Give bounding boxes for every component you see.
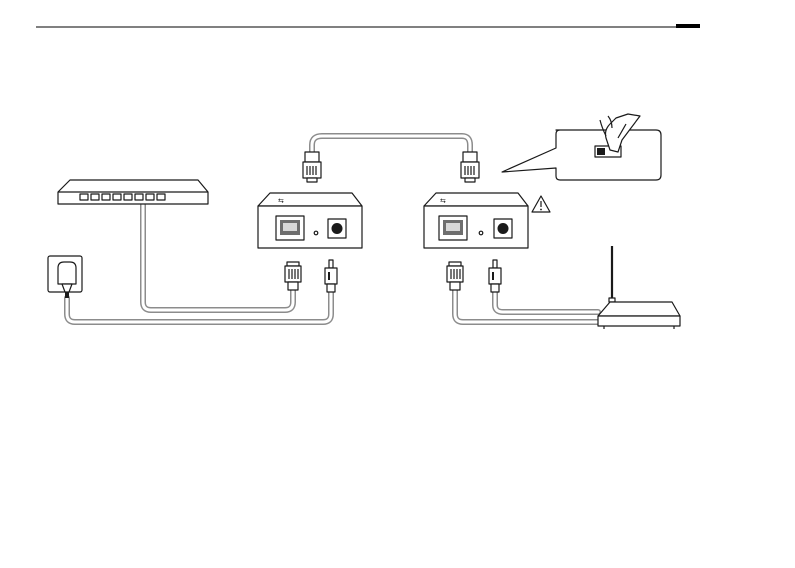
svg-text:⇆: ⇆ <box>440 198 446 205</box>
poe-injector-icon: ⇆ <box>258 193 362 248</box>
ethernet-cable-splitter-to-router <box>455 290 598 322</box>
poe-splitter-icon: ⇆ <box>424 193 528 248</box>
ethernet-cable-injector-to-splitter <box>312 136 470 152</box>
power-cable-splitter-to-router <box>495 290 598 312</box>
switch-callout <box>502 114 661 180</box>
splitter-dc-port <box>494 219 512 238</box>
dc-plug-splitter-bottom <box>489 260 501 292</box>
rj45-plug-injector-bottom <box>285 262 301 290</box>
dc-plug-injector-bottom <box>325 260 337 292</box>
network-switch-icon <box>58 180 208 204</box>
warning-icon <box>532 196 550 212</box>
rj45-plug-splitter-bottom <box>447 262 463 290</box>
injector-ethernet-port <box>276 216 304 240</box>
injector-dc-port <box>328 219 346 238</box>
power-adapter-icon <box>48 256 82 298</box>
rj45-plug-top-left <box>303 152 321 182</box>
svg-text:⇆: ⇆ <box>278 198 284 205</box>
splitter-ethernet-port <box>439 216 467 240</box>
rj45-plug-top-right <box>461 152 479 182</box>
header-tab <box>676 24 700 28</box>
wireless-router-icon <box>598 246 680 329</box>
